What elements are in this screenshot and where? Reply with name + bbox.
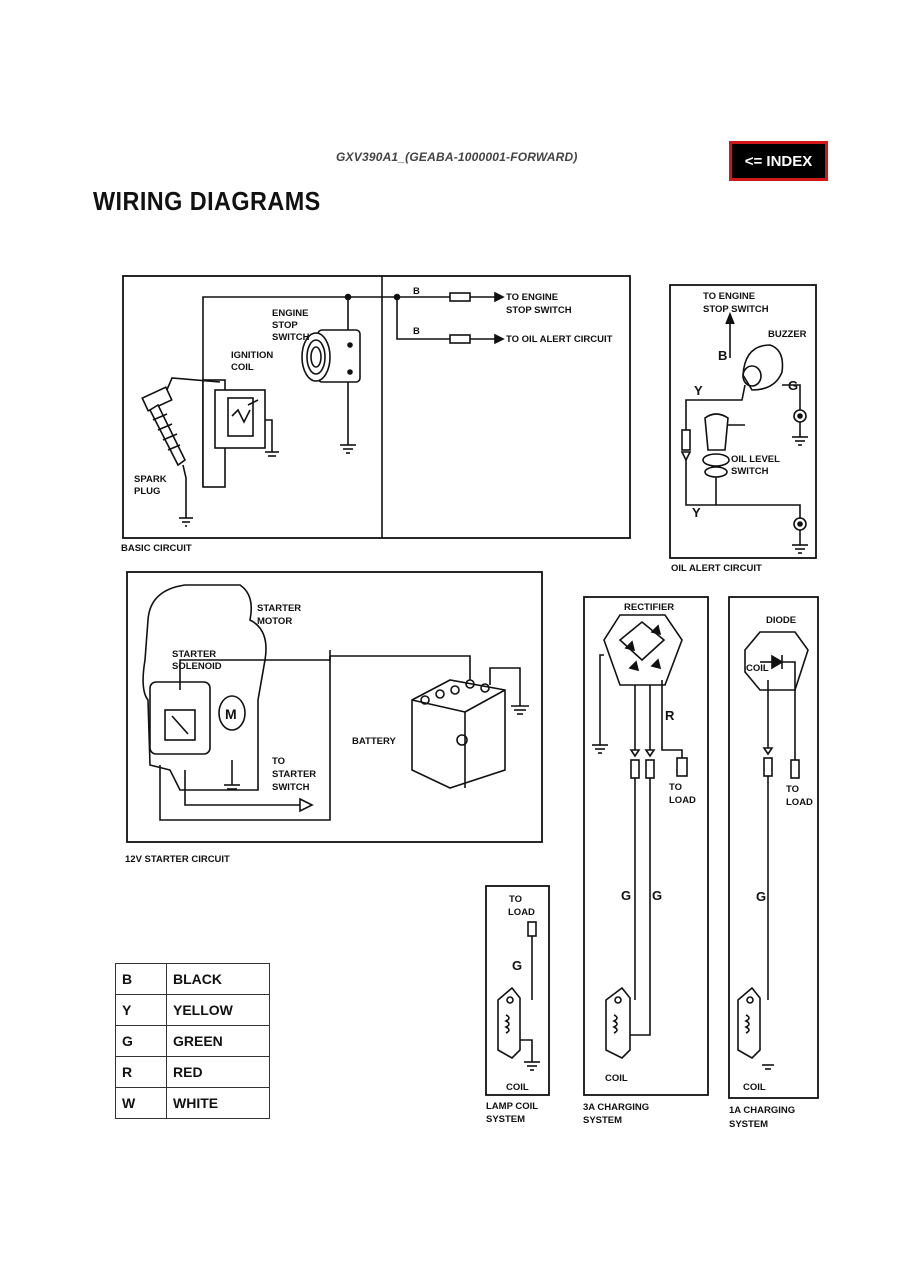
to-load-label: TO [509,894,522,905]
wire-b-label: B [718,348,727,363]
to-starter-switch-label: SWITCH [272,782,310,793]
starter-circuit-caption: 12V STARTER CIRCUIT [125,854,230,865]
charging-3a-system: RECTIFIER R TO LOAD G G COIL 3A CHARGING… [583,596,709,1126]
model-code: GXV390A1_(GEABA-1000001-FORWARD) [336,150,578,164]
to-starter-switch-label: TO [272,756,285,767]
basic-circuit-caption: BASIC CIRCUIT [121,543,192,554]
diode-symbol [744,631,809,760]
battery-label: BATTERY [352,736,396,747]
charging-1a-system: DIODE COIL TO LOAD G COIL 1A CHARGING SY… [728,596,819,1130]
legend-color-name: WHITE [166,1087,270,1119]
legend-color-name: BLACK [166,963,270,995]
rectifier-symbol [603,614,683,686]
lamp-coil-caption: SYSTEM [486,1114,525,1125]
charging-1a-caption: 1A CHARGING [729,1105,795,1116]
legend-code: Y [115,994,167,1026]
legend-code: W [115,1087,167,1119]
wire-b-label: B [413,326,420,337]
basic-circuit: B B TO ENGINE STOP SWITCH TO OIL ALERT C… [121,275,631,554]
legend-color-name: YELLOW [166,994,270,1026]
spark-plug-label: PLUG [134,486,160,497]
to-load-label: LOAD [669,795,696,806]
legend-row: R RED [115,1056,270,1088]
wire-y-label: Y [694,383,703,398]
legend-row: W WHITE [115,1087,270,1119]
wire-color-legend: B BLACK Y YELLOW G GREEN R RED W WHITE [115,963,270,1119]
diode-label: DIODE [766,615,796,626]
legend-row: B BLACK [115,963,270,995]
coil-symbol [605,986,631,1059]
starter-motor-label: MOTOR [257,616,292,627]
wire-g-label: G [621,888,631,903]
coil-label: COIL [746,663,769,674]
index-button[interactable]: <= INDEX [729,141,828,181]
wire-r-label: R [665,708,675,723]
ignition-coil-symbol [202,379,279,488]
lamp-coil-caption: LAMP COIL [486,1101,538,1112]
wire-g-label: G [788,378,798,393]
legend-color-name: GREEN [166,1025,270,1057]
to-engine-stop-label: STOP SWITCH [506,305,572,316]
coil-symbol [497,986,540,1071]
legend-code: B [115,963,167,995]
engine-stop-switch-label: SWITCH [272,332,310,343]
engine-stop-switch-symbol [301,329,361,383]
to-engine-stop-label: TO ENGINE [506,292,558,303]
spark-plug-label: SPARK [134,474,167,485]
charging-3a-caption: 3A CHARGING [583,1102,649,1113]
starter-solenoid-symbol [149,681,246,755]
legend-row: Y YELLOW [115,994,270,1026]
coil-label: COIL [506,1082,529,1093]
wire-g-label: G [512,958,522,973]
oil-level-switch-label: OIL LEVEL [731,454,780,465]
starter-motor-label: STARTER [257,603,301,614]
starter-circuit: M STARTER MOTOR STARTER SOLENOID BATTERY… [125,571,543,865]
legend-code: G [115,1025,167,1057]
to-load-label: LOAD [508,907,535,918]
motor-symbol: M [225,706,237,722]
ignition-coil-label: IGNITION [231,350,273,361]
engine-stop-switch-label: ENGINE [272,308,308,319]
engine-stop-switch-label: STOP [272,320,298,331]
to-starter-switch-label: STARTER [272,769,316,780]
wire-g-label: G [652,888,662,903]
ignition-coil-label: COIL [231,362,254,373]
to-engine-stop-label: STOP SWITCH [703,304,769,315]
legend-row: G GREEN [115,1025,270,1057]
wire-y-label: Y [692,505,701,520]
oil-level-switch-symbol [702,413,745,505]
battery-symbol [411,679,506,789]
index-button-label: <= INDEX [744,152,813,170]
lamp-coil-system: TO LOAD G COIL LAMP COIL SYSTEM [485,885,550,1125]
to-load-label: LOAD [786,797,813,808]
to-load-label: TO [786,784,799,795]
wire-g-label: G [756,889,766,904]
rectifier-label: RECTIFIER [624,602,674,613]
legend-code: R [115,1056,167,1088]
coil-label: COIL [605,1073,628,1084]
buzzer-label: BUZZER [768,329,807,340]
to-load-label: TO [669,782,682,793]
charging-3a-caption: SYSTEM [583,1115,622,1126]
coil-symbol [737,986,774,1070]
legend-color-name: RED [166,1056,270,1088]
starter-solenoid-label: STARTER [172,649,216,660]
oil-alert-caption: OIL ALERT CIRCUIT [671,563,762,574]
to-oil-alert-label: TO OIL ALERT CIRCUIT [506,334,613,345]
to-engine-stop-label: TO ENGINE [703,291,755,302]
oil-alert-circuit: TO ENGINE STOP SWITCH BUZZER B Y G Y OIL… [669,284,817,574]
buzzer-symbol [742,344,784,391]
page-title: WIRING DIAGRAMS [93,186,321,216]
spark-plug-symbol [141,377,221,527]
oil-level-switch-label: SWITCH [731,466,769,477]
coil-label: COIL [743,1082,766,1093]
starter-solenoid-label: SOLENOID [172,661,222,672]
charging-1a-caption: SYSTEM [729,1119,768,1130]
wire-b-label: B [413,286,420,297]
